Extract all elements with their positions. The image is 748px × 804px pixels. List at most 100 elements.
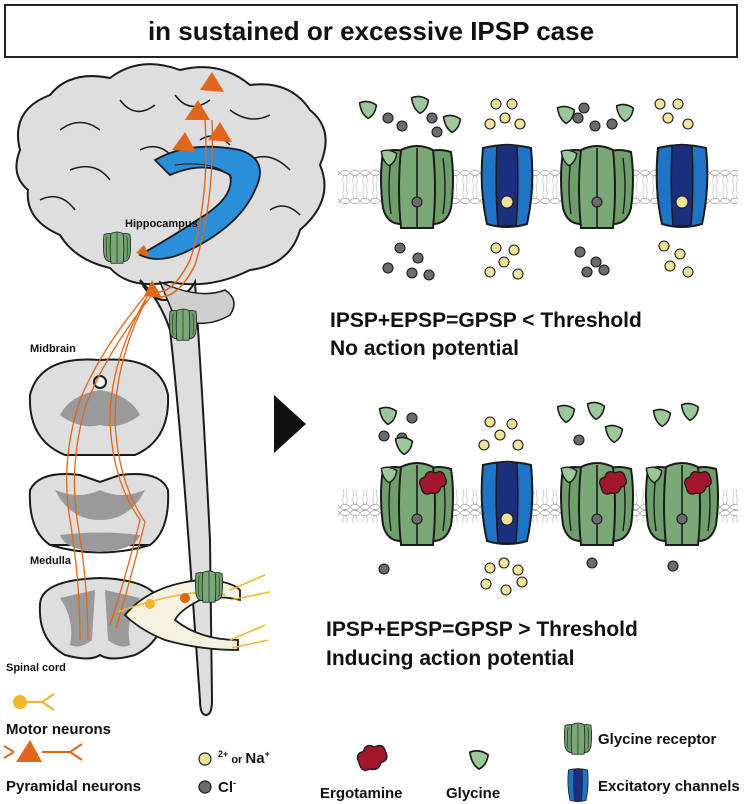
- cation-ion: [506, 418, 518, 430]
- cation-ion: [675, 195, 689, 209]
- chloride-ion: [606, 118, 618, 130]
- chloride-ion: [586, 557, 598, 569]
- top-result: No action potential: [330, 337, 519, 360]
- chloride-ion: [394, 242, 406, 254]
- cation-ion: [484, 266, 496, 278]
- chloride-ion: [378, 563, 390, 575]
- bottom-equation: IPSP+EPSP=GPSP > Threshold: [326, 618, 638, 641]
- excitatory-channel: [480, 143, 534, 228]
- cation-ion: [682, 266, 694, 278]
- glycine-icon: [469, 749, 489, 770]
- chloride-ion: [382, 262, 394, 274]
- chloride-ion: [411, 513, 423, 525]
- free-glycine: [615, 103, 635, 123]
- chloride-ion: [581, 266, 593, 278]
- cation-ion: [478, 439, 490, 451]
- cation-ion: [674, 248, 686, 260]
- spinal-cord-section: [38, 574, 271, 660]
- label-hippocampus: Hippocampus: [125, 218, 198, 230]
- cation-ion: [490, 98, 502, 110]
- brain-receptor-hippocampus: [102, 231, 132, 264]
- chloride-ion: [574, 246, 586, 258]
- label-medulla: Medulla: [30, 555, 71, 567]
- pyramidal-neuron-cells: [136, 72, 232, 609]
- cation-ion: [506, 98, 518, 110]
- bottom-result: Inducing action potential: [326, 647, 575, 670]
- chloride-ion: [406, 267, 418, 279]
- excitatory-channel-icon: [567, 768, 589, 802]
- free-glycine: [410, 95, 430, 115]
- cation-ion: [499, 112, 511, 124]
- cation-ion: [490, 242, 502, 254]
- legend-graphics: [3, 693, 593, 802]
- free-glycine: [556, 404, 576, 424]
- medulla-section: [28, 473, 170, 554]
- cation-ion: [662, 112, 674, 124]
- chloride-ion: [590, 256, 602, 268]
- cation-ion: [480, 578, 492, 590]
- chloride-ion: [378, 430, 390, 442]
- free-glycine: [394, 436, 414, 456]
- cation-ion: [500, 195, 514, 209]
- channel-row-top: [358, 95, 709, 281]
- free-glycine: [358, 100, 378, 120]
- motor-neuron-icon: [13, 693, 55, 711]
- legend-ergotamine: Ergotamine: [320, 785, 403, 802]
- ion-ca-na-icon: [198, 752, 212, 766]
- cation-ion: [498, 256, 510, 268]
- arrow-right-icon: [274, 395, 306, 453]
- legend-glycine-receptor: Glycine receptor: [598, 731, 717, 748]
- free-glycine: [652, 408, 672, 428]
- free-glycine: [680, 402, 700, 422]
- free-glycine: [442, 114, 462, 134]
- cation-ion: [484, 118, 496, 130]
- chloride-ion: [423, 269, 435, 281]
- pyramidal-neuron-icon: [3, 740, 83, 762]
- legend-motor-neurons: Motor neurons: [6, 721, 111, 738]
- chloride-ion: [396, 120, 408, 132]
- legend-excitatory-channels: Excitatory channels: [598, 778, 740, 795]
- label-spinal-cord: Spinal cord: [6, 662, 66, 674]
- excitatory-channel: [655, 143, 709, 228]
- spinal-receptor: [194, 570, 224, 603]
- free-glycine: [586, 401, 606, 421]
- chloride-ion: [591, 513, 603, 525]
- chloride-ion: [431, 126, 443, 138]
- cation-ion: [512, 564, 524, 576]
- legend-ca-na: 2+ or Na+: [218, 749, 270, 767]
- chloride-ion: [406, 412, 418, 424]
- ergotamine-icon: [356, 744, 388, 771]
- chloride-ion: [573, 434, 585, 446]
- cation-ion: [494, 429, 506, 441]
- free-glycine: [556, 105, 576, 125]
- cation-ion: [484, 562, 496, 574]
- chloride-ion: [598, 264, 610, 276]
- chloride-ion: [411, 196, 423, 208]
- legend-cl: Cl-: [218, 778, 236, 796]
- brain-receptor-brainstem: [168, 308, 198, 341]
- chloride-ion: [412, 252, 424, 264]
- cation-ion: [672, 98, 684, 110]
- chloride-ion: [382, 112, 394, 124]
- cation-ion: [500, 512, 514, 526]
- cation-ion: [500, 584, 512, 596]
- cation-ion: [682, 118, 694, 130]
- excitatory-channel: [480, 460, 534, 545]
- cation-ion: [658, 240, 670, 252]
- cation-ion: [664, 260, 676, 272]
- legend-pyramidal-neurons: Pyramidal neurons: [6, 778, 142, 795]
- glycine-receptor-icon: [563, 722, 593, 755]
- cation-ion: [514, 118, 526, 130]
- figure-title: in sustained or excessive IPSP case: [4, 4, 738, 58]
- chloride-ion: [591, 196, 603, 208]
- channel-row-bottom: [378, 401, 719, 596]
- free-glycine: [378, 406, 398, 426]
- ion-cl-icon: [198, 780, 212, 794]
- cation-ion: [654, 98, 666, 110]
- cation-ion: [516, 576, 528, 588]
- chloride-ion: [676, 513, 688, 525]
- cation-ion: [484, 416, 496, 428]
- chloride-ion: [426, 112, 438, 124]
- chloride-ion: [667, 560, 679, 572]
